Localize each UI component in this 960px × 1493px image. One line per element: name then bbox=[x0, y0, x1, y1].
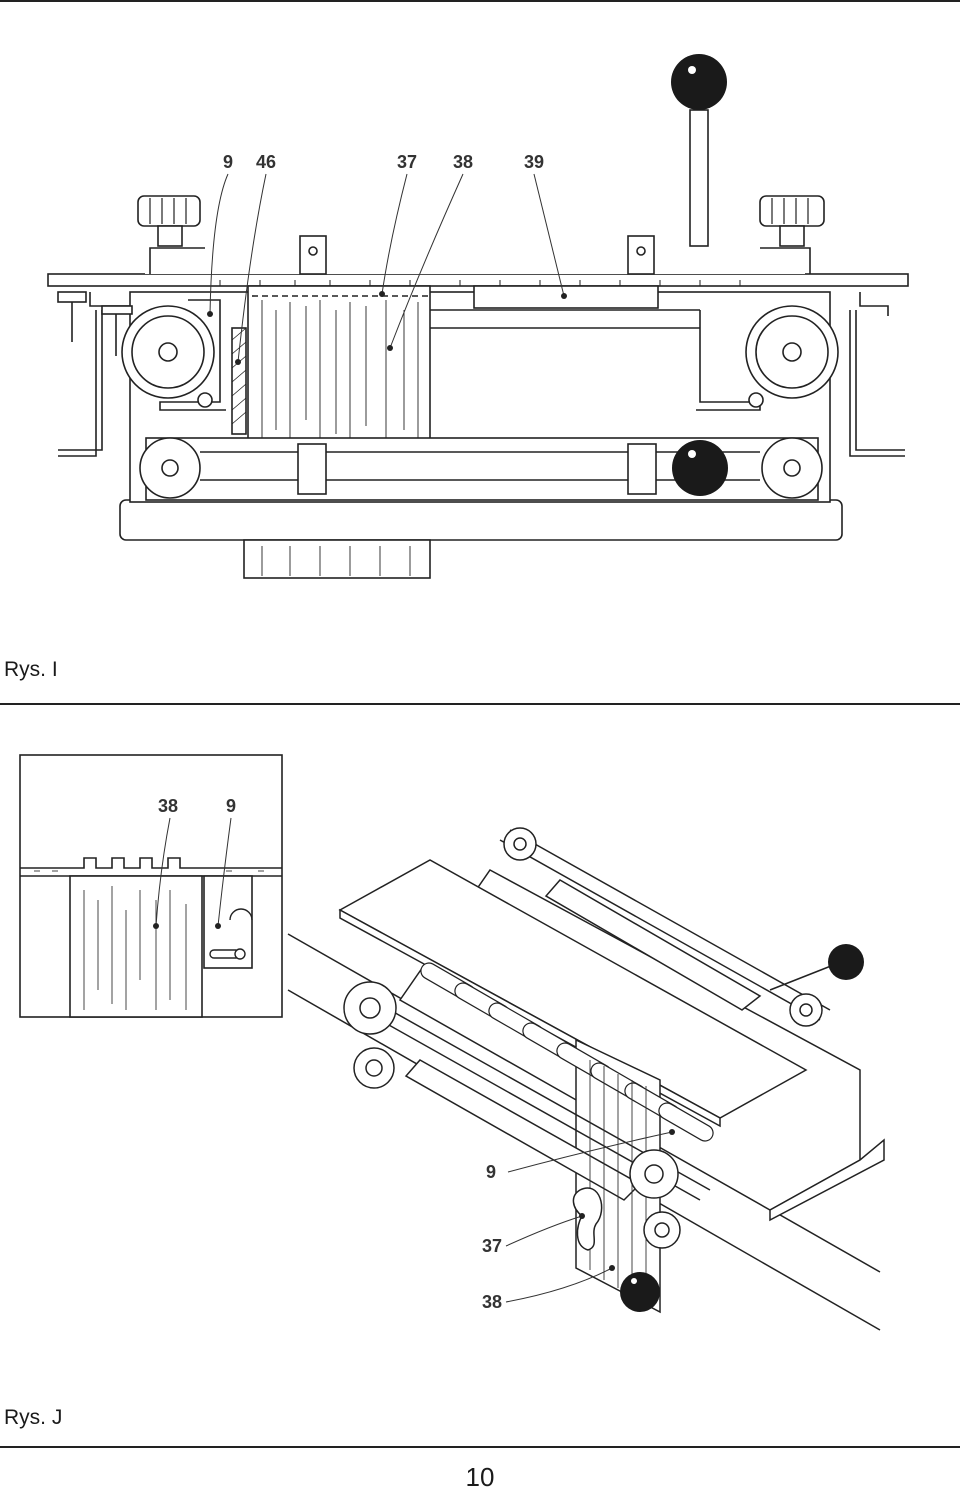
callout-37: 37 bbox=[482, 1236, 502, 1256]
callout-39: 39 bbox=[524, 152, 544, 172]
figure-j-drawing: 38 9 bbox=[19, 754, 885, 1331]
top-rule bbox=[0, 0, 960, 2]
section-rule bbox=[0, 703, 960, 705]
figure-i-drawing: 9 46 37 38 39 bbox=[47, 54, 909, 579]
callout-9: 9 bbox=[486, 1162, 496, 1182]
callout-38: 38 bbox=[482, 1292, 502, 1312]
inset-callout-38: 38 bbox=[158, 796, 178, 816]
page-number: 10 bbox=[465, 1462, 495, 1492]
figure-i-caption: Rys. I bbox=[4, 658, 58, 681]
inset-callout-9: 9 bbox=[226, 796, 236, 816]
callout-37: 37 bbox=[397, 152, 417, 172]
bottom-rule bbox=[0, 1446, 960, 1448]
callout-38: 38 bbox=[453, 152, 473, 172]
callout-46: 46 bbox=[256, 152, 276, 172]
callout-9: 9 bbox=[223, 152, 233, 172]
figure-j-caption: Rys. J bbox=[4, 1406, 63, 1429]
